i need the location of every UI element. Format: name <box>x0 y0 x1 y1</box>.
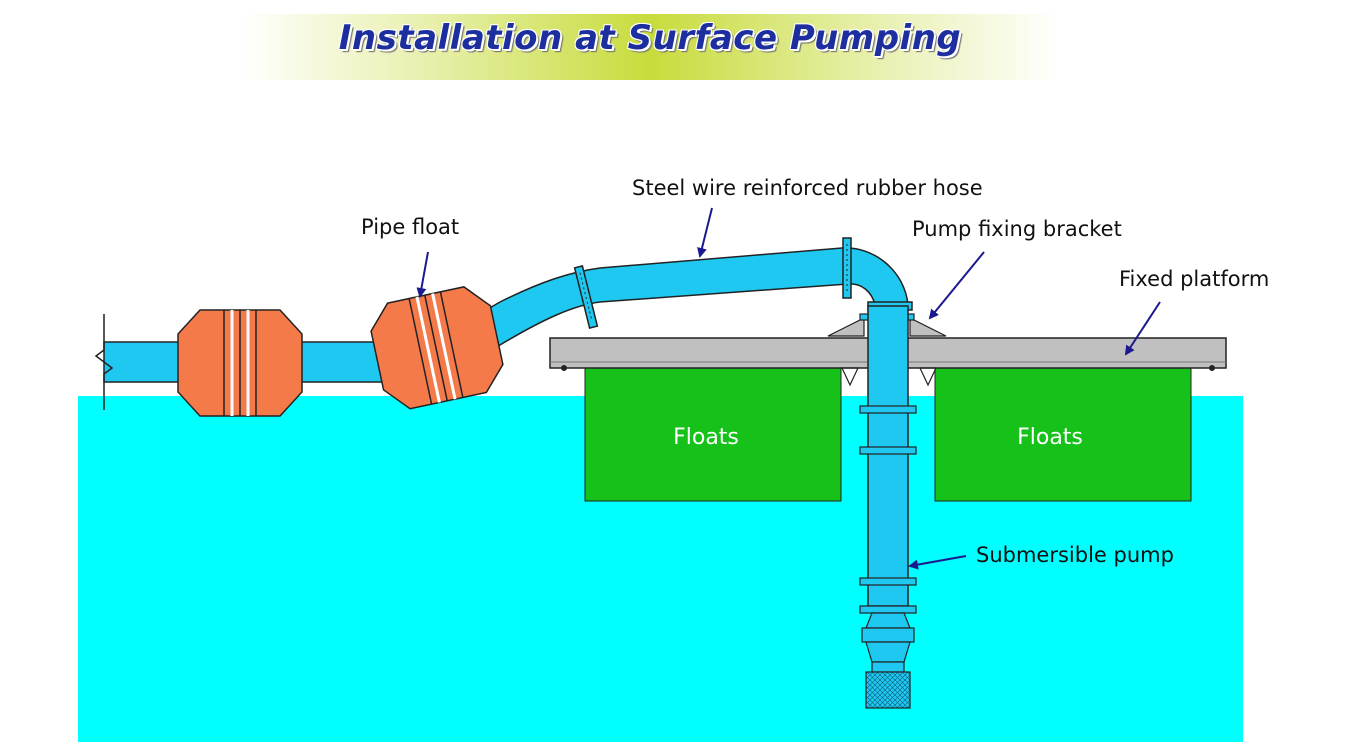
page-title: Installation at Surface Pumping <box>338 18 962 58</box>
arrow-platform <box>1124 301 1161 356</box>
hose-flange-1 <box>573 265 599 329</box>
label-float-left: Floats <box>673 425 739 450</box>
label-float-right: Floats <box>1017 425 1083 450</box>
arrow-bracket <box>928 251 985 320</box>
arrow-pipe-float <box>416 251 429 298</box>
label-platform: Fixed platform <box>1119 267 1269 291</box>
pipe-float-1 <box>177 309 303 417</box>
rubber-hose <box>454 247 909 372</box>
submersible-pump <box>859 305 917 709</box>
float-left <box>584 366 842 502</box>
arrow-pump <box>908 555 967 570</box>
label-pump: Submersible pump <box>976 543 1174 567</box>
label-pipe-float: Pipe float <box>361 215 459 239</box>
pipe-float-2 <box>370 286 504 410</box>
label-bracket: Pump fixing bracket <box>912 217 1122 241</box>
label-hose: Steel wire reinforced rubber hose <box>632 176 983 200</box>
arrow-hose <box>697 207 713 258</box>
title-band <box>240 14 1060 80</box>
hose-flange-2 <box>842 237 852 299</box>
